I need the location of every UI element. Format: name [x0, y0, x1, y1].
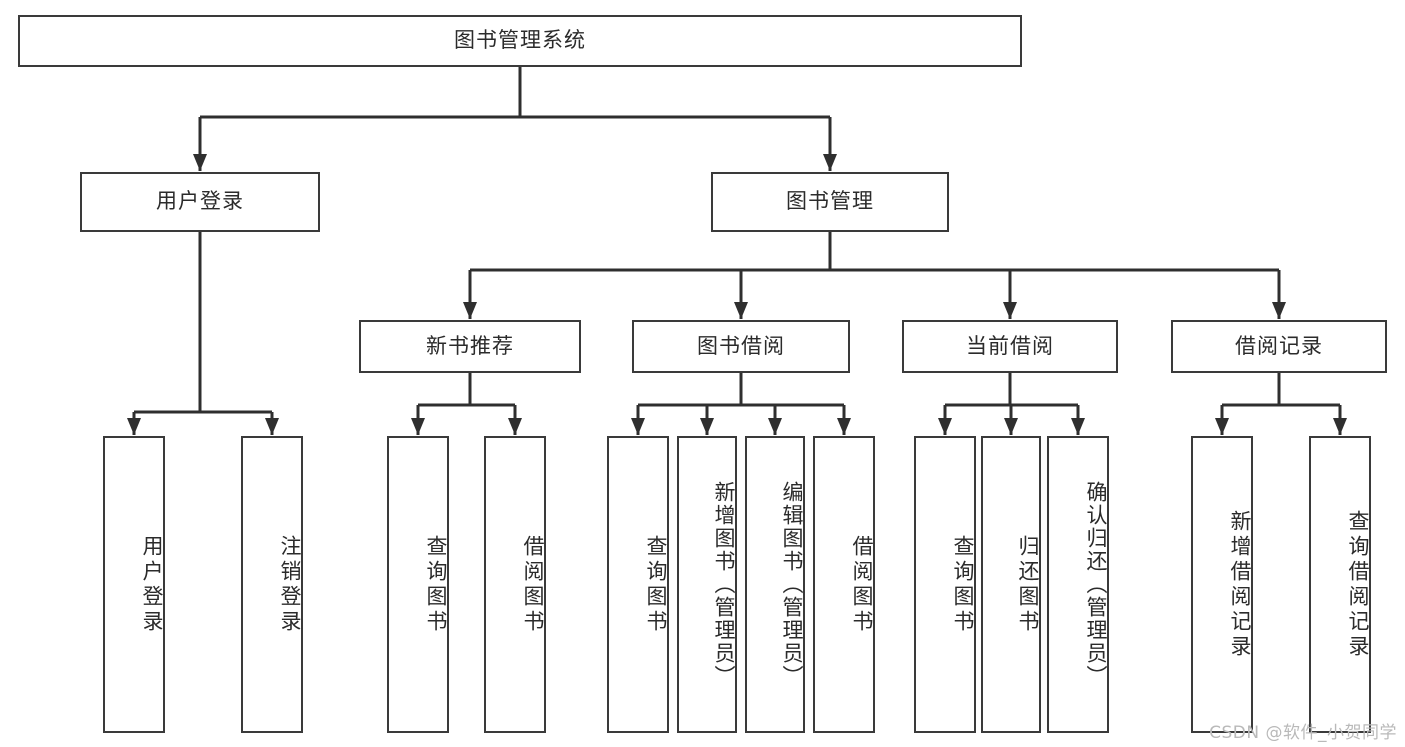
node-label: 查询图书 — [644, 534, 668, 635]
node-label: 借阅记录 — [1235, 333, 1323, 358]
node-book-borrow[interactable]: 图书借阅 — [632, 320, 850, 373]
node-leaf-confirm-return-admin[interactable]: 确认归还（管理员） — [1047, 436, 1109, 733]
node-label: 查询借阅记录 — [1346, 509, 1370, 660]
node-new-book-recommend[interactable]: 新书推荐 — [359, 320, 581, 373]
node-label: 新增借阅记录 — [1228, 509, 1252, 660]
node-label: 用户登录 — [156, 189, 244, 214]
node-label: 图书管理系统 — [454, 28, 586, 53]
node-label: 借阅图书 — [521, 534, 545, 635]
node-leaf-query-book-2[interactable]: 查询图书 — [607, 436, 669, 733]
node-label: 查询图书 — [951, 534, 975, 635]
node-user-login[interactable]: 用户登录 — [80, 172, 320, 232]
node-label: 编辑图书（管理员） — [780, 481, 804, 688]
node-borrow-record[interactable]: 借阅记录 — [1171, 320, 1387, 373]
node-label: 当前借阅 — [966, 333, 1054, 358]
node-label: 归还图书 — [1016, 534, 1040, 635]
node-label: 新增图书（管理员） — [712, 481, 736, 688]
node-leaf-query-book-3[interactable]: 查询图书 — [914, 436, 976, 733]
node-label: 图书借阅 — [697, 333, 785, 358]
node-leaf-query-book-1[interactable]: 查询图书 — [387, 436, 449, 733]
node-leaf-query-borrow-record[interactable]: 查询借阅记录 — [1309, 436, 1371, 733]
node-leaf-borrow-book-1[interactable]: 借阅图书 — [484, 436, 546, 733]
node-leaf-user-logout[interactable]: 注销登录 — [241, 436, 303, 733]
node-label: 新书推荐 — [426, 333, 514, 358]
watermark-text: CSDN @软件_小贺同学 — [1209, 723, 1397, 743]
node-root[interactable]: 图书管理系统 — [18, 15, 1022, 67]
node-leaf-add-borrow-record[interactable]: 新增借阅记录 — [1191, 436, 1253, 733]
node-label: 图书管理 — [786, 189, 874, 214]
node-book-manage[interactable]: 图书管理 — [711, 172, 949, 232]
node-label: 借阅图书 — [850, 534, 874, 635]
node-label: 用户登录 — [140, 534, 164, 635]
node-leaf-borrow-book-2[interactable]: 借阅图书 — [813, 436, 875, 733]
node-leaf-user-login[interactable]: 用户登录 — [103, 436, 165, 733]
node-label: 确认归还（管理员） — [1084, 481, 1108, 688]
node-label: 查询图书 — [424, 534, 448, 635]
node-leaf-edit-book-admin[interactable]: 编辑图书（管理员） — [745, 436, 805, 733]
node-current-borrow[interactable]: 当前借阅 — [902, 320, 1118, 373]
node-leaf-add-book-admin[interactable]: 新增图书（管理员） — [677, 436, 737, 733]
node-leaf-return-book[interactable]: 归还图书 — [981, 436, 1041, 733]
node-label: 注销登录 — [278, 534, 302, 635]
